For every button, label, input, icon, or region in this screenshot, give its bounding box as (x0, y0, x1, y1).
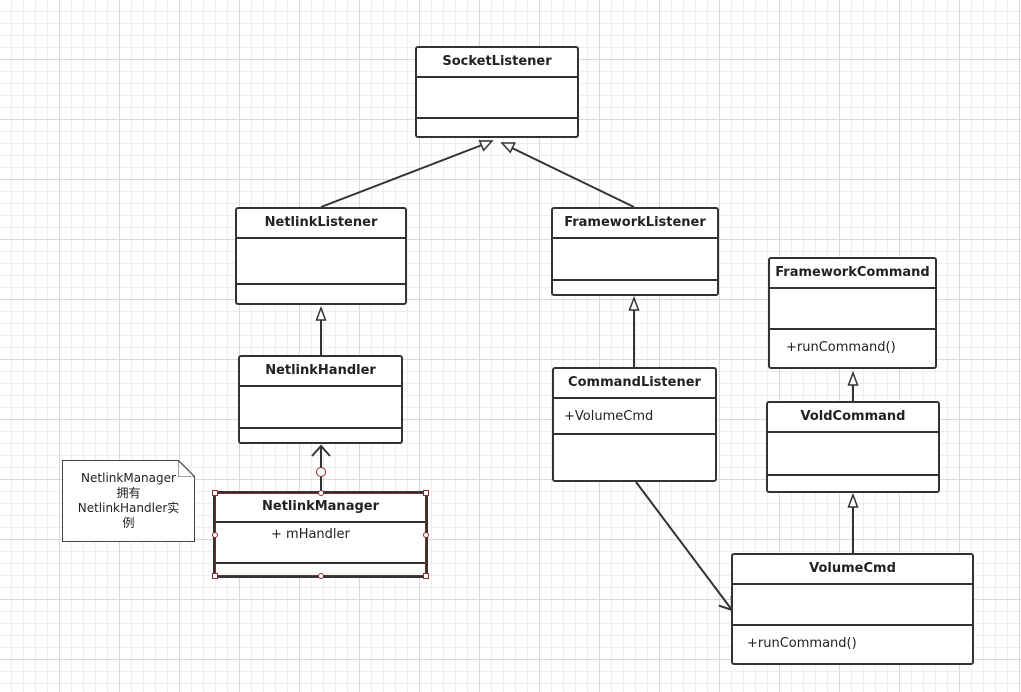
class-name: VoldCommand (768, 403, 938, 433)
class-frameworkcommand[interactable]: FrameworkCommand +runCommand() (768, 257, 937, 369)
note-line: 拥有 (116, 486, 141, 500)
attributes-section (768, 433, 938, 476)
class-socketlistener[interactable]: SocketListener (415, 46, 579, 138)
edge-commandlistener-volumecmd[interactable] (635, 481, 733, 611)
inherit-arrowhead (628, 295, 640, 311)
class-name: CommandListener (554, 369, 715, 399)
resize-handle-middle-right[interactable] (423, 532, 429, 538)
resize-handle-bottom-center[interactable] (318, 573, 324, 579)
attributes-section (770, 289, 935, 330)
edge-handle[interactable] (316, 467, 326, 477)
note-line: NetlinkHandler实 (77, 501, 180, 515)
inherit-arrowhead (847, 370, 859, 386)
method-member: +runCommand() (786, 340, 896, 355)
note-fold-corner (178, 460, 195, 477)
attributes-section (237, 239, 405, 285)
attribute-member: +VolumeCmd (564, 409, 654, 424)
attributes-section (733, 585, 972, 626)
class-netlinklistener[interactable]: NetlinkListener (235, 207, 407, 305)
resize-handle-top-center[interactable] (318, 490, 324, 496)
resize-handle-middle-left[interactable] (212, 532, 218, 538)
resize-handle-top-right[interactable] (423, 490, 429, 496)
class-netlinkmanager[interactable]: NetlinkManager + mHandler (213, 491, 428, 578)
class-frameworklistener[interactable]: FrameworkListener (551, 207, 719, 296)
edge-netlinklistener-socketlistener[interactable] (320, 144, 483, 208)
attributes-section (417, 78, 577, 119)
class-voldcommand[interactable]: VoldCommand (766, 401, 940, 493)
class-commandlistener[interactable]: CommandListener +VolumeCmd (552, 367, 717, 482)
class-name: FrameworkListener (553, 209, 717, 239)
class-name: SocketListener (417, 48, 577, 78)
class-name: NetlinkHandler (240, 357, 401, 387)
attributes-section (553, 239, 717, 281)
attributes-section: + mHandler (215, 523, 426, 564)
note-line: NetlinkManager (81, 471, 176, 485)
edge-frameworklistener-socketlistener[interactable] (511, 147, 635, 208)
attribute-member: + mHandler (271, 527, 350, 542)
resize-handle-bottom-left[interactable] (212, 573, 218, 579)
open-arrowhead (311, 444, 331, 457)
methods-section: +runCommand() (770, 330, 935, 355)
note-line: 例 (122, 516, 135, 530)
method-member: +runCommand() (747, 636, 857, 651)
inherit-arrowhead (478, 140, 494, 152)
inherit-arrowhead (315, 305, 327, 321)
class-name: FrameworkCommand (770, 259, 935, 289)
resize-handle-bottom-right[interactable] (423, 573, 429, 579)
inherit-arrowhead (500, 142, 516, 154)
class-netlinkhandler[interactable]: NetlinkHandler (238, 355, 403, 444)
attributes-section: +VolumeCmd (554, 399, 715, 435)
class-name: NetlinkManager (215, 493, 426, 523)
note[interactable]: NetlinkManager 拥有 NetlinkHandler实 例 (62, 460, 195, 542)
inherit-arrowhead (847, 492, 859, 508)
class-name: VolumeCmd (733, 555, 972, 585)
methods-section: +runCommand() (733, 626, 972, 651)
class-name: NetlinkListener (237, 209, 405, 239)
resize-handle-top-left[interactable] (212, 490, 218, 496)
class-volumecmd[interactable]: VolumeCmd +runCommand() (731, 553, 974, 665)
attributes-section (240, 387, 401, 429)
